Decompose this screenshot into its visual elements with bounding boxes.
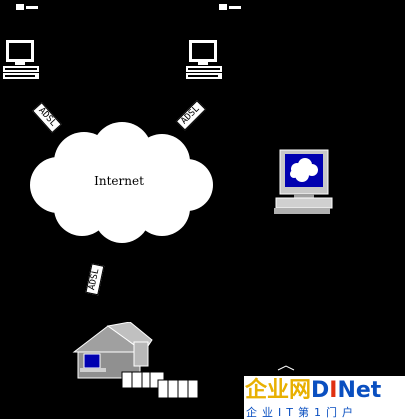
brand-tagline: 企业IT第1门户: [246, 406, 358, 419]
device-glyph-left: [16, 4, 38, 10]
brand-word-net: Net: [337, 378, 382, 403]
brand-name-cn: 企业网: [245, 378, 312, 403]
adsl-link-label-bottom: ADSL: [85, 263, 105, 296]
small-pointer-glyph: [277, 365, 295, 371]
home-office: [72, 322, 199, 399]
brand-watermark: 企业网DINet 企业IT第1门户: [244, 376, 405, 419]
brand-letter-i: I: [329, 378, 338, 403]
brand-logo: 企业网DINet: [244, 376, 405, 406]
workstation-left: [3, 40, 39, 79]
internet-monitor: [274, 149, 333, 214]
device-glyph-right: [219, 4, 241, 10]
internet-cloud: [30, 122, 213, 243]
brand-letter-d: D: [311, 378, 330, 403]
workstation-right: [186, 40, 222, 79]
cloud-label: Internet: [94, 174, 144, 188]
